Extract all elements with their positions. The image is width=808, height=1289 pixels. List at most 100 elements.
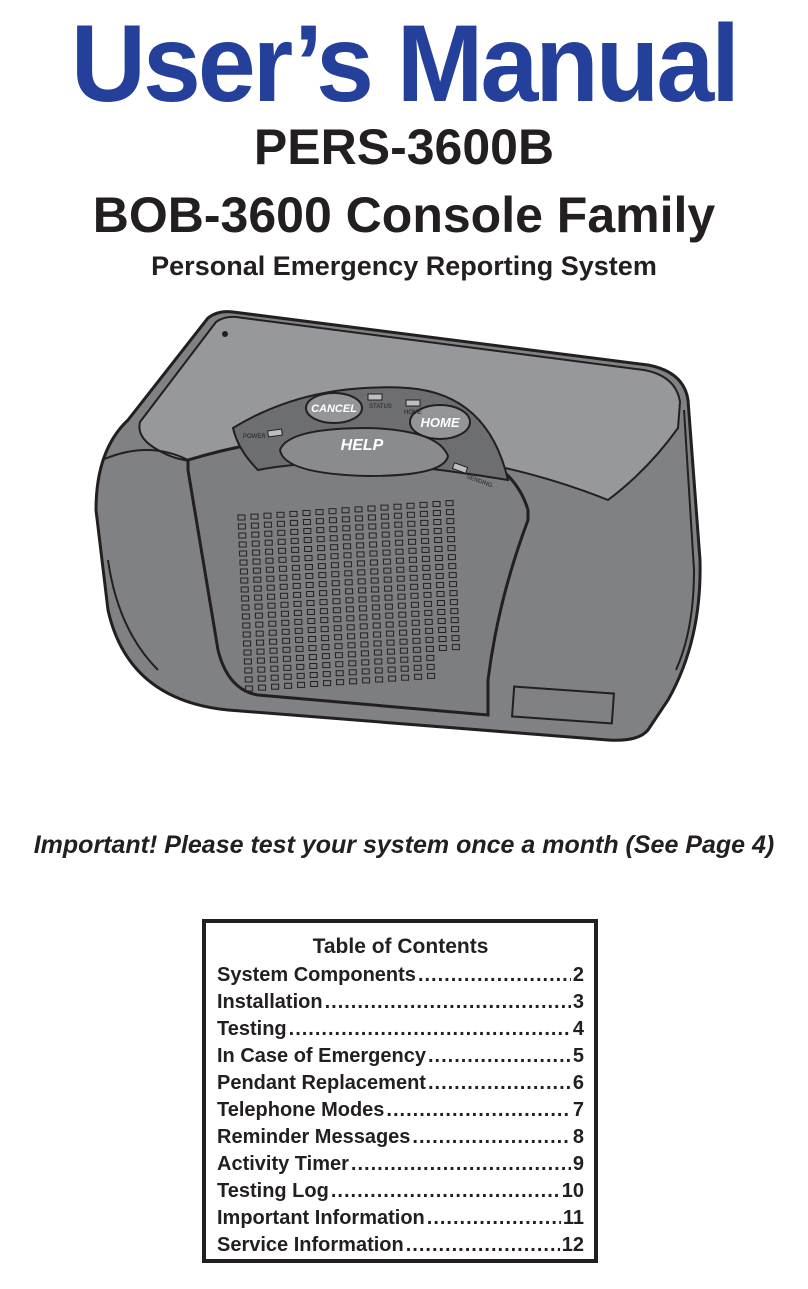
grille-hole [289,510,298,517]
grille-hole [447,545,456,552]
console-family: BOB-3600 Console Family [92,187,716,243]
grille-hole [419,510,428,517]
grille-hole [360,650,369,657]
grille-hole [316,527,325,534]
grille-hole [384,585,393,592]
grille-hole [254,612,263,619]
grille-hole [257,666,266,673]
grille-hole [399,629,408,636]
toc-entry-page: 12 [561,1234,584,1256]
grille-hole [278,547,287,554]
grille-hole [255,630,264,637]
grille-hole [435,564,444,570]
grille-hole [242,631,251,638]
grille-hole [252,558,261,565]
grille-hole [368,532,377,539]
status-indicator-label: STATUS [369,404,392,410]
toc-leader-dots [427,1205,561,1232]
toc-leader-dots [289,1016,571,1043]
grille-hole [241,604,250,611]
grille-hole [280,601,289,608]
grille-hole [250,522,259,529]
toc-entry-label: Pendant Replacement [217,1072,426,1094]
grille-hole [387,657,396,664]
toc-leader-dots [412,1124,570,1151]
toc-entry: Testing Log 10 [217,1178,584,1205]
grille-hole [343,552,352,559]
grille-hole [438,645,447,651]
grille-hole [293,609,302,616]
home-button[interactable] [409,404,471,440]
grille-hole [266,584,275,591]
grille-hole [242,622,251,629]
grille-hole [423,582,432,589]
grille-hole [243,640,252,647]
grille-hole [309,663,318,669]
toc-entry-label: Important Information [217,1207,425,1229]
grille-hole [409,565,418,572]
toc-entry-page: 8 [572,1126,584,1148]
toc-entry-page: 4 [572,1018,584,1040]
grille-hole [370,568,379,575]
grille-hole [384,594,393,601]
grille-hole [252,567,261,574]
toc-entry-label: System Components [217,964,416,986]
grille-hole [296,672,305,679]
grille-hole [239,568,248,575]
grille-hole [328,517,337,524]
grille-hole [447,536,456,543]
grille-hole [267,611,276,618]
toc-entry-label: Testing Log [217,1180,329,1202]
grille-hole [294,627,303,634]
grille-hole [308,654,317,660]
grille-hole [268,629,277,636]
toc-leader-dots [386,1097,570,1124]
cancel-button-label: CANCEL [311,403,357,415]
grille-hole [411,619,420,626]
grille-hole [434,555,443,561]
grille-hole [256,657,265,664]
grille-hole [282,637,291,644]
grille-hole [237,514,246,521]
help-button[interactable] [278,426,450,478]
grille-hole [396,575,405,582]
grille-hole [354,515,363,522]
grille-hole [322,671,331,678]
grille-hole [393,503,402,510]
grille-hole [265,548,274,555]
grille-hole [438,627,447,633]
grille-hole [399,638,408,645]
grille-hole [413,655,422,662]
grille-hole [315,509,324,516]
toc-entry-label: Testing [217,1018,287,1040]
grille-hole [362,677,371,684]
toc-entry-page: 10 [561,1180,584,1202]
grille-hole [447,554,456,561]
grille-hole [407,520,416,527]
grille-hole [436,600,445,606]
grille-hole [240,586,249,593]
grille-hole [238,541,247,548]
grille-hole [237,523,246,530]
grille-hole [437,609,446,615]
grille-hole [279,574,288,581]
grille-hole [255,621,264,628]
grille-hole [322,662,331,669]
grille-hole [329,535,338,542]
grille-hole [398,620,407,627]
grille-hole [424,618,433,625]
grille-hole [433,519,442,525]
grille-hole [445,500,454,507]
grille-hole [426,654,435,661]
grille-hole [432,501,441,507]
grille-hole [393,512,402,519]
grille-hole [420,519,429,526]
grille-hole [245,685,254,692]
grille-hole [400,656,409,663]
grille-hole [306,600,315,606]
cancel-button[interactable] [305,392,363,424]
grille-hole [361,668,370,675]
grille-hole [427,672,436,679]
grille-hole [268,620,277,627]
grille-hole [303,537,312,543]
